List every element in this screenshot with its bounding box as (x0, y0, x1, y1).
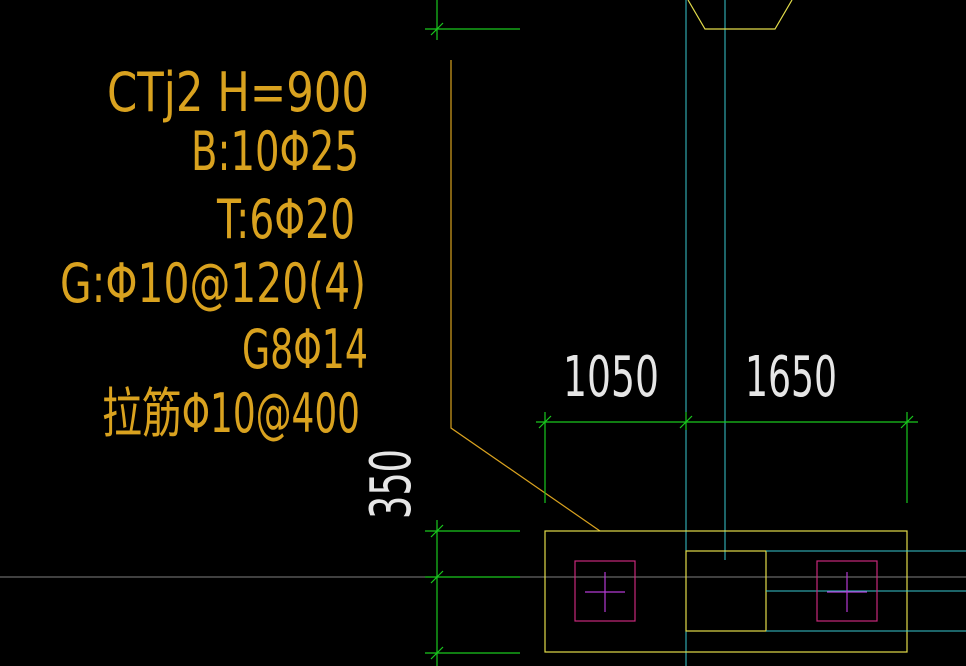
annotation-line-bottom-bars: B:10Φ25 (191, 120, 359, 183)
annotation-line-stirrups: G:Φ10@120(4) (60, 252, 366, 315)
annotation-line-title: CTj2 H=900 (107, 61, 369, 124)
pile-right[interactable] (816, 560, 878, 622)
dimension-text-350: 350 (359, 449, 424, 519)
annotation-line-tie-bars: 拉筋Φ10@400 (102, 382, 360, 445)
cyan-grid-lines-right (766, 550, 966, 632)
dimension-text-1650: 1650 (745, 345, 837, 410)
vertical-dimension (425, 520, 520, 666)
dimension-text-1050: 1050 (563, 345, 659, 410)
pile-left[interactable] (574, 560, 636, 622)
dimension-top-tick (425, 0, 520, 40)
annotation-line-top-bars: T:6Φ20 (216, 188, 355, 251)
column-top-symbol (687, 0, 793, 30)
column-section[interactable] (685, 550, 767, 632)
annotation-line-side-bars: G8Φ14 (242, 318, 368, 381)
horizontal-dimension (536, 412, 918, 503)
annotation-leader-line (450, 60, 601, 532)
reinforcement-annotation[interactable]: CTj2 H=900 B:10Φ25 T:6Φ20 G:Φ10@120(4) G… (60, 61, 369, 445)
